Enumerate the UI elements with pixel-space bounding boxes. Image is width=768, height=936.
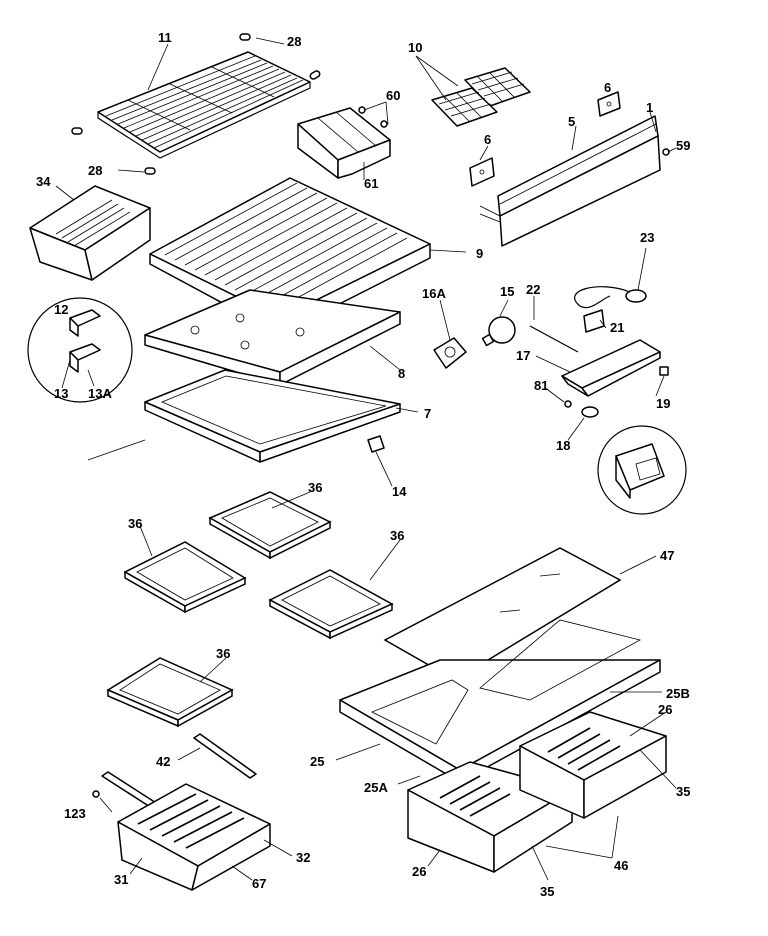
label-8: 8 xyxy=(398,366,405,381)
label-26-right: 26 xyxy=(658,702,672,717)
label-35-right: 35 xyxy=(676,784,690,799)
label-67: 67 xyxy=(252,876,266,891)
ice-tray-holder-part-61 xyxy=(297,107,391,179)
label-13a: 13A xyxy=(88,386,112,401)
label-28-left: 28 xyxy=(88,163,102,178)
light-housing-part-17 xyxy=(561,339,661,397)
light-bulb-part-15 xyxy=(481,316,516,347)
label-59: 59 xyxy=(676,138,690,153)
label-14: 14 xyxy=(392,484,407,499)
label-34: 34 xyxy=(36,174,51,189)
knob-part-18 xyxy=(581,406,599,418)
label-17: 17 xyxy=(516,348,530,363)
screw-part-60 xyxy=(358,106,388,128)
label-47: 47 xyxy=(660,548,674,563)
label-60: 60 xyxy=(386,88,400,103)
label-32: 32 xyxy=(296,850,310,865)
label-35-left: 35 xyxy=(540,884,554,899)
label-46: 46 xyxy=(614,858,628,873)
rail-part-42 xyxy=(193,733,257,779)
glass-shelf-part-36-a xyxy=(208,491,332,560)
ice-tray-part-10 xyxy=(431,67,531,127)
detail-circle-right xyxy=(597,425,687,515)
label-25: 25 xyxy=(310,754,324,769)
label-36-top: 36 xyxy=(308,480,322,495)
label-19: 19 xyxy=(656,396,670,411)
label-21: 21 xyxy=(610,320,624,335)
label-15: 15 xyxy=(500,284,514,299)
rod-part-22 xyxy=(529,325,579,353)
label-9: 9 xyxy=(476,246,483,261)
trim-part-1 xyxy=(479,135,661,247)
light-socket-part-16a xyxy=(433,337,467,369)
drawer-part-31 xyxy=(117,783,271,891)
label-16a: 16A xyxy=(422,286,446,301)
label-5: 5 xyxy=(568,114,575,129)
label-36-lower: 36 xyxy=(216,646,230,661)
label-6-top: 6 xyxy=(604,80,611,95)
detail-circle-left xyxy=(27,297,133,403)
bracket-part-6 xyxy=(469,91,621,187)
bin-part-34 xyxy=(29,185,151,281)
label-28-top: 28 xyxy=(287,34,301,49)
label-25a: 25A xyxy=(364,780,388,795)
glass-shelf-part-36-b xyxy=(123,541,247,614)
label-10: 10 xyxy=(408,40,422,55)
shelf-frame-part-8 xyxy=(144,289,401,386)
label-12: 12 xyxy=(54,302,68,317)
control-part-23 xyxy=(574,286,647,309)
leader-lines xyxy=(55,37,677,881)
glass-shelf-part-36-d xyxy=(106,657,234,728)
switch-part-19 xyxy=(659,366,669,376)
crisper-frame-part-25 xyxy=(339,619,661,783)
label-22: 22 xyxy=(526,282,540,297)
label-6-mid: 6 xyxy=(484,132,491,147)
label-13: 13 xyxy=(54,386,68,401)
part-labels: 11 28 10 6 60 1 5 59 6 61 28 34 9 23 16A… xyxy=(36,30,690,899)
label-25b: 25B xyxy=(666,686,690,701)
label-36-right: 36 xyxy=(390,528,404,543)
label-61: 61 xyxy=(364,176,378,191)
screw-part-81 xyxy=(564,400,572,408)
label-81: 81 xyxy=(534,378,548,393)
label-31: 31 xyxy=(114,872,128,887)
tray-part-7 xyxy=(144,369,401,463)
drawer-part-26-right xyxy=(519,711,667,819)
label-7: 7 xyxy=(424,406,431,421)
label-23: 23 xyxy=(640,230,654,245)
label-123: 123 xyxy=(64,806,86,821)
label-26-left: 26 xyxy=(412,864,426,879)
label-18: 18 xyxy=(556,438,570,453)
glass-shelf-part-36-c xyxy=(268,569,394,640)
label-42: 42 xyxy=(156,754,170,769)
label-36-left: 36 xyxy=(128,516,142,531)
wire-shelf-part-11 xyxy=(97,51,311,159)
screw-part-59 xyxy=(662,148,670,156)
leader-detail-13 xyxy=(87,439,146,461)
switch-part-14 xyxy=(367,435,385,453)
label-11: 11 xyxy=(158,30,172,45)
shelf-clip-part-28 xyxy=(71,33,321,175)
label-1: 1 xyxy=(646,100,653,115)
